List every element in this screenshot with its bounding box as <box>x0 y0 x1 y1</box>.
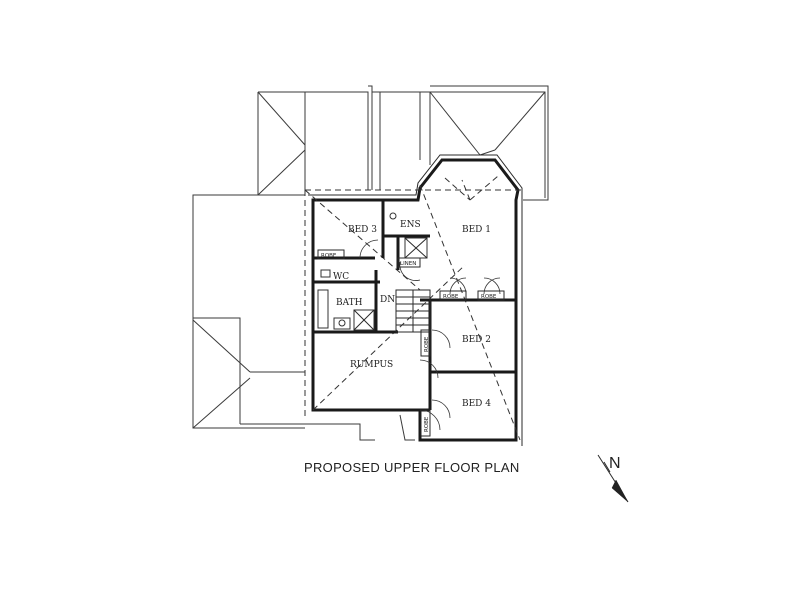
north-label: N <box>609 455 621 472</box>
label-robe-bed2: ROBE <box>424 336 430 352</box>
room-labels: BED 3 ENS BED 1 WC BATH DN BED 2 RUMPUS … <box>333 220 491 409</box>
label-robe-bed1-left: ROBE <box>443 294 459 300</box>
door-swings <box>359 239 501 431</box>
staircase <box>395 289 431 333</box>
ceiling-dashed-lines <box>304 175 525 441</box>
label-bed4: BED 4 <box>462 399 491 409</box>
fixtures <box>317 212 428 331</box>
label-robe-bed4: ROBE <box>424 416 430 432</box>
storage-labels: ROBE LINEN ROBE ROBE ROBE ROBE <box>317 249 505 437</box>
ensuite-toilet <box>389 212 397 220</box>
plan-title: PROPOSED UPPER FLOOR PLAN <box>304 460 520 475</box>
label-bath: BATH <box>336 298 363 308</box>
label-ens: ENS <box>400 220 421 230</box>
label-robe-bed1-right: ROBE <box>481 294 497 300</box>
label-bed1: BED 1 <box>462 225 491 235</box>
roof-outline <box>192 85 549 441</box>
label-bed3: BED 3 <box>348 225 377 235</box>
north-arrow-icon: N <box>597 454 629 503</box>
label-bed2: BED 2 <box>462 335 491 345</box>
toilet <box>320 269 331 278</box>
label-rumpus: RUMPUS <box>350 360 393 370</box>
label-dn: DN <box>380 295 395 305</box>
bathtub <box>317 289 329 329</box>
label-linen: LINEN <box>400 261 416 267</box>
label-robe-bed3: ROBE <box>321 253 337 259</box>
label-wc: WC <box>333 272 349 282</box>
